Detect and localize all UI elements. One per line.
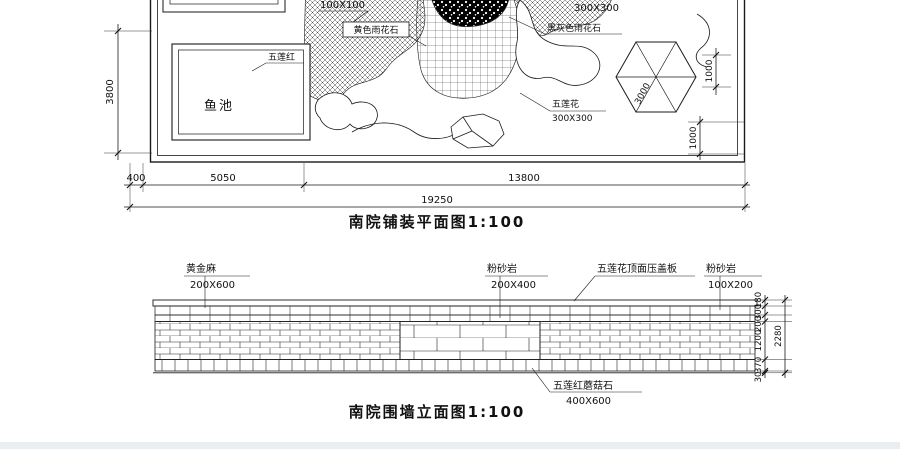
leader-line bbox=[573, 275, 695, 302]
dim-elevation-right bbox=[757, 295, 792, 378]
leader-line bbox=[704, 275, 762, 310]
label-red-granite: 五莲红 bbox=[268, 51, 295, 63]
pavilion-hexagon bbox=[615, 41, 697, 113]
elevation-view: 黄金麻 200X600 粉砂岩 200X400 五莲花顶面压盖板 粉砂岩 100… bbox=[152, 262, 792, 421]
dim-1000-b: 1000 bbox=[689, 126, 699, 149]
wall-band-a bbox=[154, 305, 756, 316]
dim-3800: 3800 bbox=[105, 79, 116, 104]
wall-band-b bbox=[154, 314, 756, 322]
window-bottom-strip bbox=[0, 442, 900, 449]
label-fenshayan-a-size: 200X400 bbox=[491, 280, 536, 291]
dim-bottom-chain bbox=[124, 163, 750, 212]
label-wulianhua-size: 300X300 bbox=[552, 114, 593, 124]
dim-seg-30: 30 bbox=[754, 372, 764, 383]
leader-line bbox=[184, 275, 250, 308]
leader-line bbox=[519, 92, 606, 112]
dim-seg-1200: 1200 bbox=[754, 330, 764, 352]
rock-outline bbox=[450, 113, 505, 149]
grid-paving-area bbox=[416, 0, 523, 99]
wave-curve bbox=[351, 122, 461, 139]
plan-outer-border bbox=[149, 0, 746, 163]
label-mushroom: 五莲红蘑菇石 bbox=[553, 379, 613, 392]
leader-line bbox=[531, 367, 642, 393]
corridor-structure bbox=[162, 0, 286, 13]
label-huangjinma: 黄金麻 bbox=[186, 262, 216, 275]
dim-13800: 13800 bbox=[508, 173, 540, 184]
dim-seg-370: 370 bbox=[754, 357, 764, 373]
dim-5050: 5050 bbox=[210, 173, 235, 184]
label-yellow-pebble-box bbox=[342, 21, 427, 47]
label-fenshayan-a: 粉砂岩 bbox=[487, 262, 517, 275]
label-wulianhua: 五莲花 bbox=[552, 98, 579, 110]
label-black-pebble: 黑灰色雨花石 bbox=[547, 22, 601, 34]
dim-right-1000a bbox=[702, 48, 731, 95]
dim-seg-180: 180 bbox=[754, 292, 764, 308]
black-pebble-area bbox=[431, 0, 509, 27]
label-fish-pond: 鱼池 bbox=[204, 98, 234, 114]
dim-seg-200: 200 bbox=[754, 316, 764, 332]
label-black-pebble-size: 300X300 bbox=[574, 3, 619, 14]
dim-right-1000b bbox=[688, 116, 744, 160]
label-yellow-pebble: 黄色雨花石 bbox=[353, 24, 398, 36]
label-fenshayan-b-size: 100X200 bbox=[708, 280, 753, 291]
basketweave-paving-area bbox=[304, 0, 426, 101]
wall-blocks-middle bbox=[399, 321, 541, 360]
wall-base-course bbox=[154, 359, 756, 372]
wall-coping bbox=[152, 299, 758, 307]
label-huangjinma-size: 200X600 bbox=[190, 280, 235, 291]
dim-total-2280: 2280 bbox=[774, 325, 784, 347]
fish-pond bbox=[171, 43, 311, 141]
leader-line bbox=[318, 10, 369, 27]
label-100x100: 100X100 bbox=[320, 0, 365, 11]
cloud-motif bbox=[314, 92, 378, 131]
cloud-motif bbox=[515, 0, 601, 86]
leader-line bbox=[508, 16, 622, 35]
dim-left-3800 bbox=[104, 24, 152, 160]
leader-line bbox=[485, 275, 548, 318]
label-coping: 五莲花顶面压盖板 bbox=[597, 262, 677, 275]
plan-title: 南院铺装平面图1:100 bbox=[349, 213, 526, 231]
elevation-title: 南院围墙立面图1:100 bbox=[349, 403, 526, 421]
plan-view: 3000 鱼池 100X100 黄色雨花石 300X300 黑灰色雨花石 五莲红… bbox=[104, 0, 750, 231]
dim-seg-300: 300 bbox=[754, 304, 764, 320]
wave-curve bbox=[695, 13, 710, 68]
label-fenshayan-b: 粉砂岩 bbox=[706, 262, 736, 275]
leader-line bbox=[251, 62, 304, 72]
label-mushroom-size: 400X600 bbox=[566, 396, 611, 407]
dim-1000-a: 1000 bbox=[705, 59, 715, 82]
wall-bricks-left bbox=[154, 321, 401, 360]
dim-400: 400 bbox=[126, 173, 145, 184]
plan-inner-border bbox=[157, 0, 738, 156]
wall-bricks-right bbox=[539, 321, 756, 360]
dim-19250: 19250 bbox=[421, 195, 453, 206]
